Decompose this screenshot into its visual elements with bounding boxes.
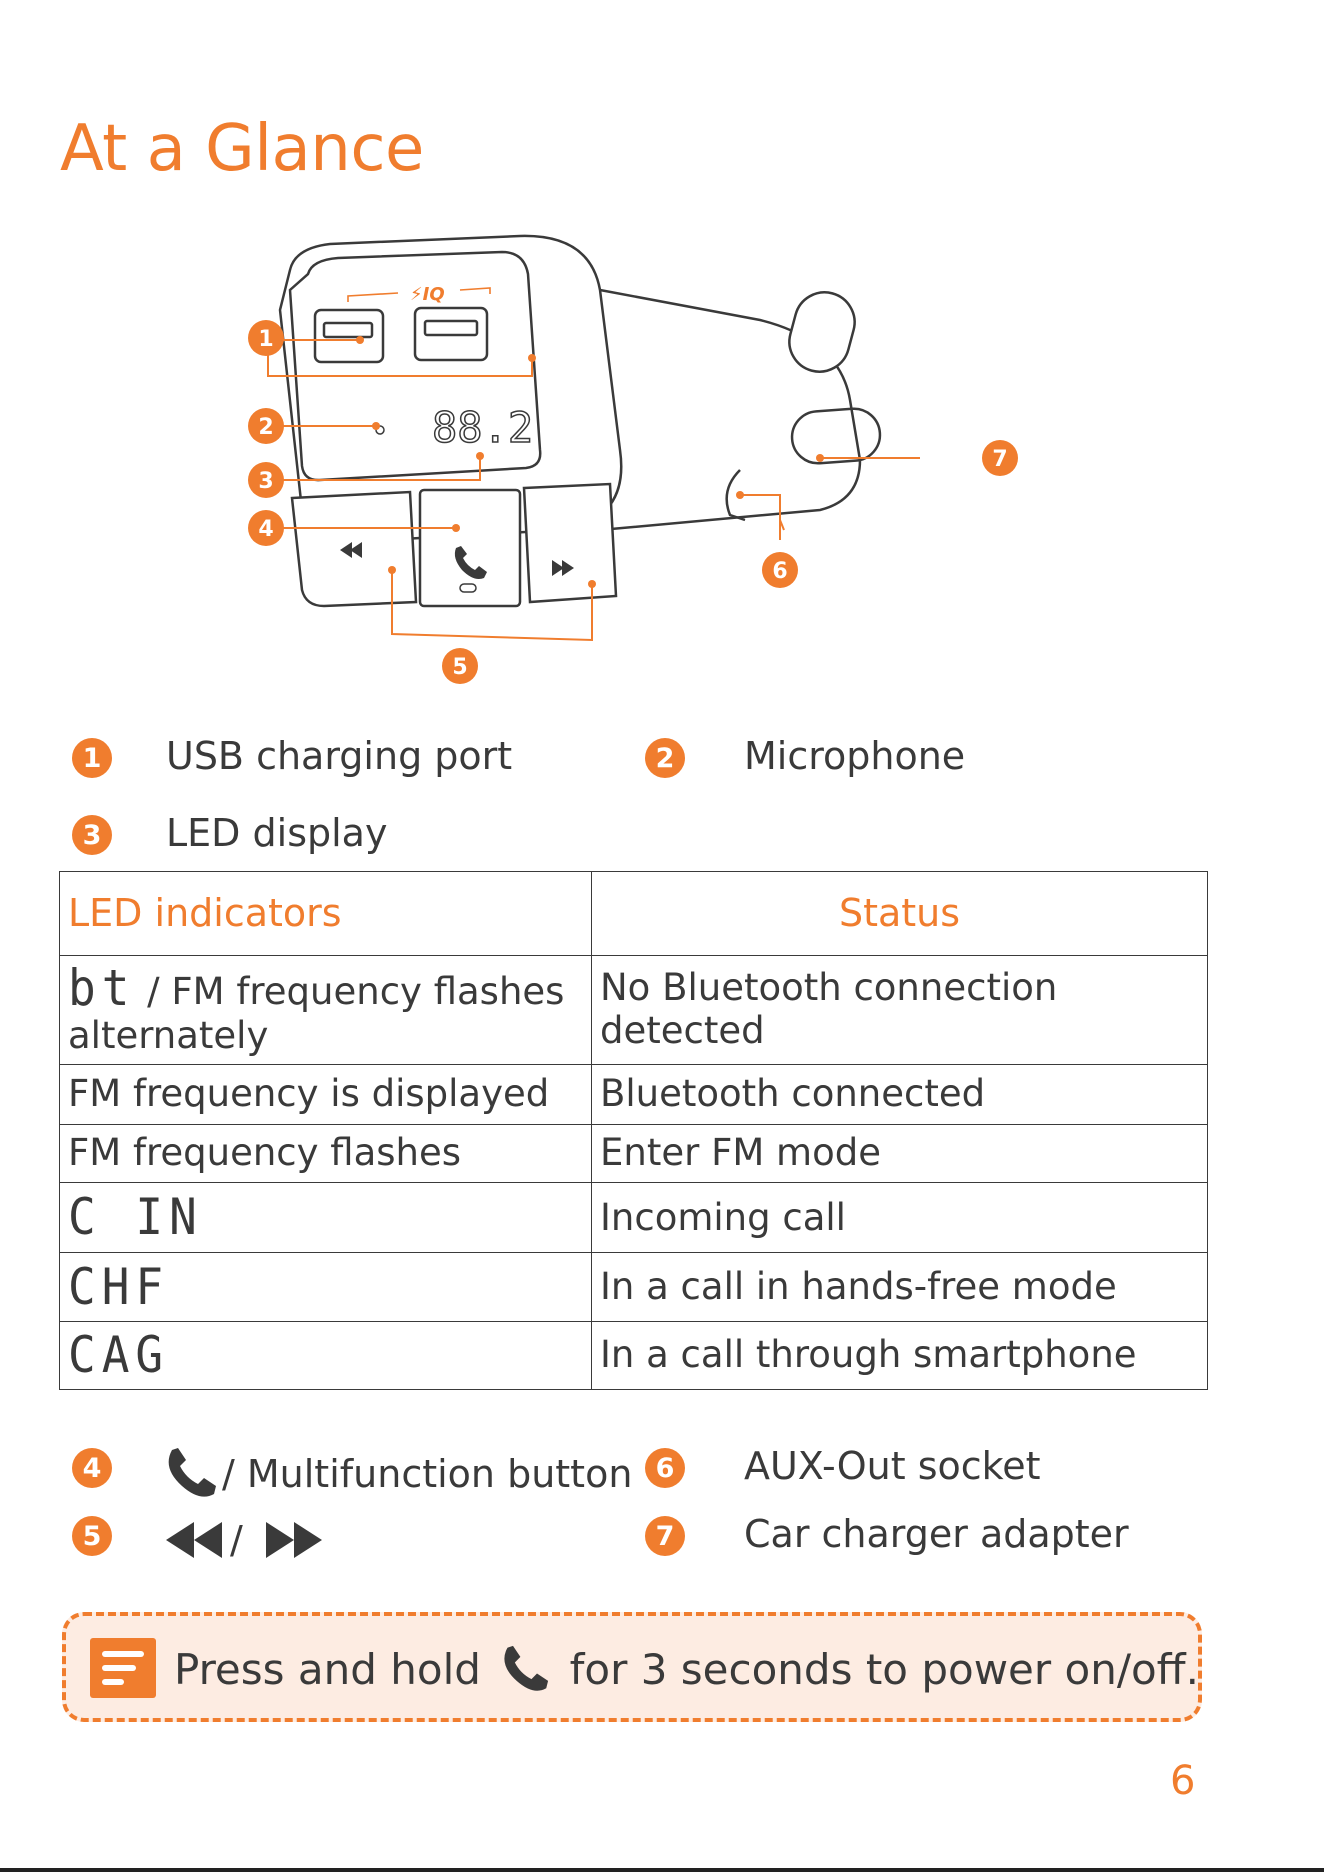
table-row: C IN Incoming call — [59, 1182, 1208, 1254]
callout-7: 7 — [992, 447, 1007, 472]
led-glyph: C IN — [68, 1188, 203, 1247]
indicator-cell: C IN — [59, 1182, 592, 1254]
status-cell: In a call through smartphone — [591, 1320, 1208, 1391]
legend-badge-2: 2 — [645, 738, 685, 778]
legend-badge-3: 3 — [72, 815, 112, 855]
callout-1: 1 — [258, 327, 273, 352]
callout-5: 5 — [452, 655, 467, 680]
forward-button-shape — [522, 482, 618, 604]
table-row: CHF In a call in hands-free mode — [59, 1252, 1208, 1322]
legend-aux-out-socket: AUX-Out socket — [744, 1444, 1041, 1488]
led-glyph: bt — [68, 959, 136, 1018]
phone-icon — [168, 1448, 216, 1497]
page-number: 6 — [1170, 1758, 1196, 1804]
status-cell: Enter FM mode — [591, 1123, 1208, 1184]
rewind-icon — [166, 1522, 222, 1558]
legend-led-display: LED display — [166, 811, 388, 855]
rewind-icon — [340, 542, 352, 558]
status-cell: No Bluetooth connection detected — [591, 955, 1208, 1065]
usb-port-left — [313, 308, 385, 364]
bottom-rule — [0, 1868, 1324, 1872]
note-text-before: Press and hold — [174, 1645, 481, 1694]
status-cell: Incoming call — [591, 1182, 1208, 1254]
legend-slash: / — [230, 1518, 243, 1562]
table-header-row: LED indicators Status — [59, 870, 1208, 957]
device-illustration: ⚡IQ 88.2 1 — [248, 234, 1018, 684]
usb-port-right — [413, 306, 489, 362]
table-row: CAG In a call through smartphone — [59, 1320, 1208, 1391]
page-title: At a Glance — [60, 112, 424, 186]
status-cell: In a call in hands-free mode — [591, 1252, 1208, 1322]
callout-2: 2 — [258, 415, 273, 440]
forward-icon — [552, 560, 564, 576]
note-text-after: for 3 seconds to power on/off. — [569, 1645, 1199, 1694]
led-indicator-table: LED indicators Status bt / FM frequency … — [59, 870, 1208, 1391]
legend-car-charger-adapter: Car charger adapter — [744, 1512, 1129, 1556]
legend-microphone: Microphone — [744, 734, 966, 778]
header-led-indicators: LED indicators — [59, 870, 592, 957]
legend-badge-4: 4 — [72, 1448, 112, 1488]
iq-logo: ⚡IQ — [410, 284, 445, 305]
legend-multifunction-button: / Multifunction button — [222, 1452, 633, 1496]
adapter-window — [790, 407, 882, 465]
adapter-tip — [788, 291, 856, 373]
device-face-inner — [288, 250, 542, 482]
phone-icon — [504, 1645, 549, 1691]
call-button-shape — [418, 488, 522, 608]
callout-3: 3 — [258, 469, 273, 494]
callout-4: 4 — [258, 517, 273, 542]
indicator-text: / FM frequency flashes alternately — [68, 970, 565, 1058]
indicator-cell: CHF — [59, 1252, 592, 1322]
indicator-cell: bt / FM frequency flashes alternately — [59, 955, 592, 1065]
indicator-cell: FM frequency flashes — [59, 1123, 592, 1184]
legend-badge-6: 6 — [645, 1448, 685, 1488]
status-cell: Bluetooth connected — [591, 1063, 1208, 1125]
indicator-cell: CAG — [59, 1320, 592, 1391]
led-display-readout: 88.2 — [432, 403, 533, 452]
indicator-cell: FM frequency is displayed — [59, 1063, 592, 1125]
legend-usb-charging-port: USB charging port — [166, 734, 513, 778]
note-box: Press and hold for 3 seconds to power on… — [62, 1612, 1202, 1722]
note-text: Press and hold for 3 seconds to power on… — [174, 1644, 1199, 1694]
legend-badge-1: 1 — [72, 738, 112, 778]
legend-badge-5: 5 — [72, 1516, 112, 1556]
note-icon — [90, 1638, 156, 1698]
led-glyph: CHF — [68, 1257, 170, 1316]
table-row: FM frequency flashes Enter FM mode — [59, 1123, 1208, 1184]
fast-forward-icon — [266, 1522, 322, 1558]
led-glyph: CAG — [68, 1325, 170, 1385]
phone-icon-on-device — [454, 546, 487, 579]
table-row: bt / FM frequency flashes alternately No… — [59, 955, 1208, 1065]
legend-badge-7: 7 — [645, 1516, 685, 1556]
table-row: FM frequency is displayed Bluetooth conn… — [59, 1063, 1208, 1125]
callout-6: 6 — [772, 559, 787, 584]
header-status: Status — [591, 870, 1208, 957]
